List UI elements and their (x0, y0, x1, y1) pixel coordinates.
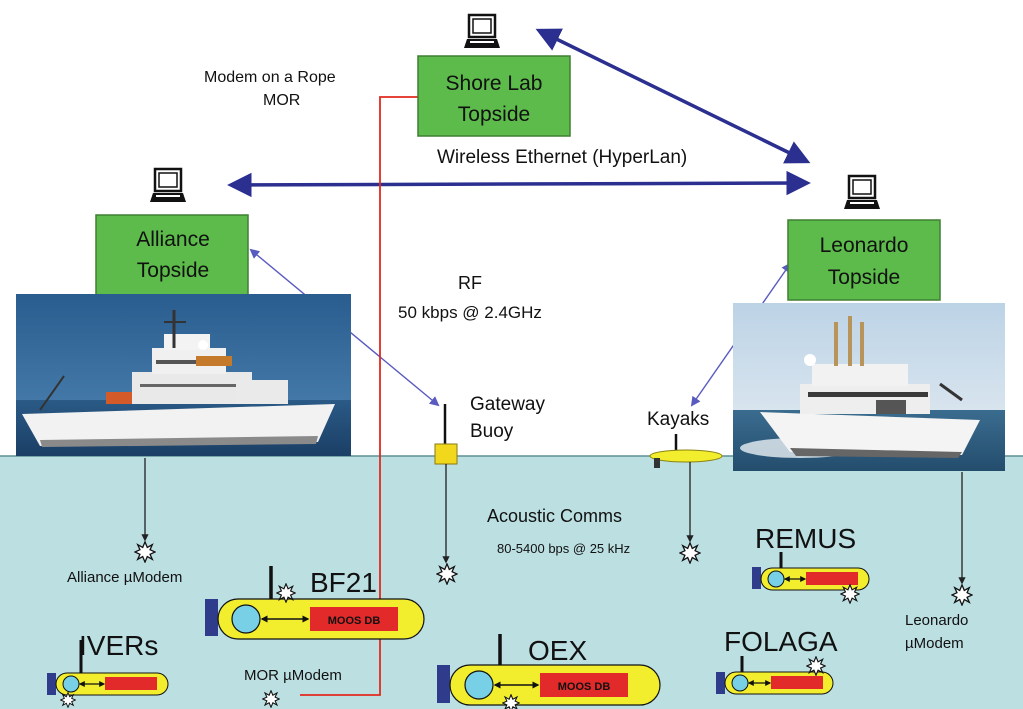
leonardo-modem-label-2: µModem (905, 635, 964, 652)
leonardo-topside-box (787, 219, 941, 301)
wireless-ethernet-label: Wireless Ethernet (HyperLan) (437, 147, 687, 168)
remus-modem-icon (840, 584, 860, 604)
shore-lab-computer-icon (462, 13, 502, 50)
rf-rate-label: 50 kbps @ 2.4GHz (398, 303, 542, 322)
alliance-computer-icon (148, 167, 188, 204)
shore-lab-topside-box (417, 55, 571, 137)
mor-label: MOR (263, 92, 300, 109)
oex-moos-db-label: MOOS DB (558, 681, 611, 693)
remus-label: REMUS (755, 523, 856, 554)
alliance-modem-icon (134, 541, 156, 563)
mor-modem-label: MOR µModem (244, 667, 342, 684)
mor-modem-icon (262, 690, 280, 708)
rf-label: RF (458, 273, 482, 293)
gateway-label-1: Gateway (470, 394, 545, 415)
bf21-modem-icon (276, 583, 296, 603)
remus-vehicle (752, 552, 870, 604)
alliance-topside-box (95, 214, 249, 296)
gateway-label-2: Buoy (470, 421, 514, 442)
shore-lab-label-1: Shore Lab (446, 72, 543, 95)
alliance-label-2: Topside (137, 259, 209, 282)
alliance-ship-photo (16, 294, 351, 456)
gateway-buoy-body (434, 443, 458, 465)
bf21-vehicle: MOOS DB (205, 566, 425, 640)
bf21-label: BF21 (310, 567, 377, 598)
leonardo-label-2: Topside (828, 266, 900, 289)
leonardo-label-1: Leonardo (820, 234, 909, 257)
leonardo-modem-label-1: Leonardo (905, 612, 968, 629)
folaga-label: FOLAGA (724, 626, 838, 657)
leonardo-computer-icon (842, 174, 882, 211)
alliance-modem-label: Alliance µModem (67, 569, 182, 586)
kayak-prop (654, 458, 660, 468)
oex-vehicle: MOOS DB (437, 634, 661, 709)
acoustic-rate-label: 80-5400 bps @ 25 kHz (497, 541, 630, 556)
folaga-modem-icon (806, 656, 826, 676)
ivers-modem-icon (60, 692, 76, 708)
modem-on-rope-cable (300, 96, 418, 696)
kayak-hull (649, 449, 723, 463)
kayak-modem-icon (679, 542, 701, 564)
acoustic-comms-label: Acoustic Comms (487, 506, 622, 526)
kayaks-label: Kayaks (647, 409, 709, 430)
wireless-link-alliance-leonardo (227, 170, 811, 198)
wireless-link-shore-leonardo (535, 28, 811, 164)
bf21-moos-db-label: MOOS DB (328, 615, 381, 627)
folaga-vehicle (716, 656, 834, 695)
shore-lab-label-2: Topside (458, 103, 530, 126)
modem-on-rope-label: Modem on a Rope (204, 69, 336, 86)
oex-label: OEX (528, 635, 587, 666)
alliance-label-1: Alliance (136, 228, 210, 251)
gateway-modem-icon (436, 563, 458, 585)
ivers-vehicle (47, 640, 169, 708)
leonardo-modem-icon (951, 584, 973, 606)
leonardo-ship-photo (733, 303, 1005, 471)
ivers-label: IVERs (79, 630, 158, 661)
